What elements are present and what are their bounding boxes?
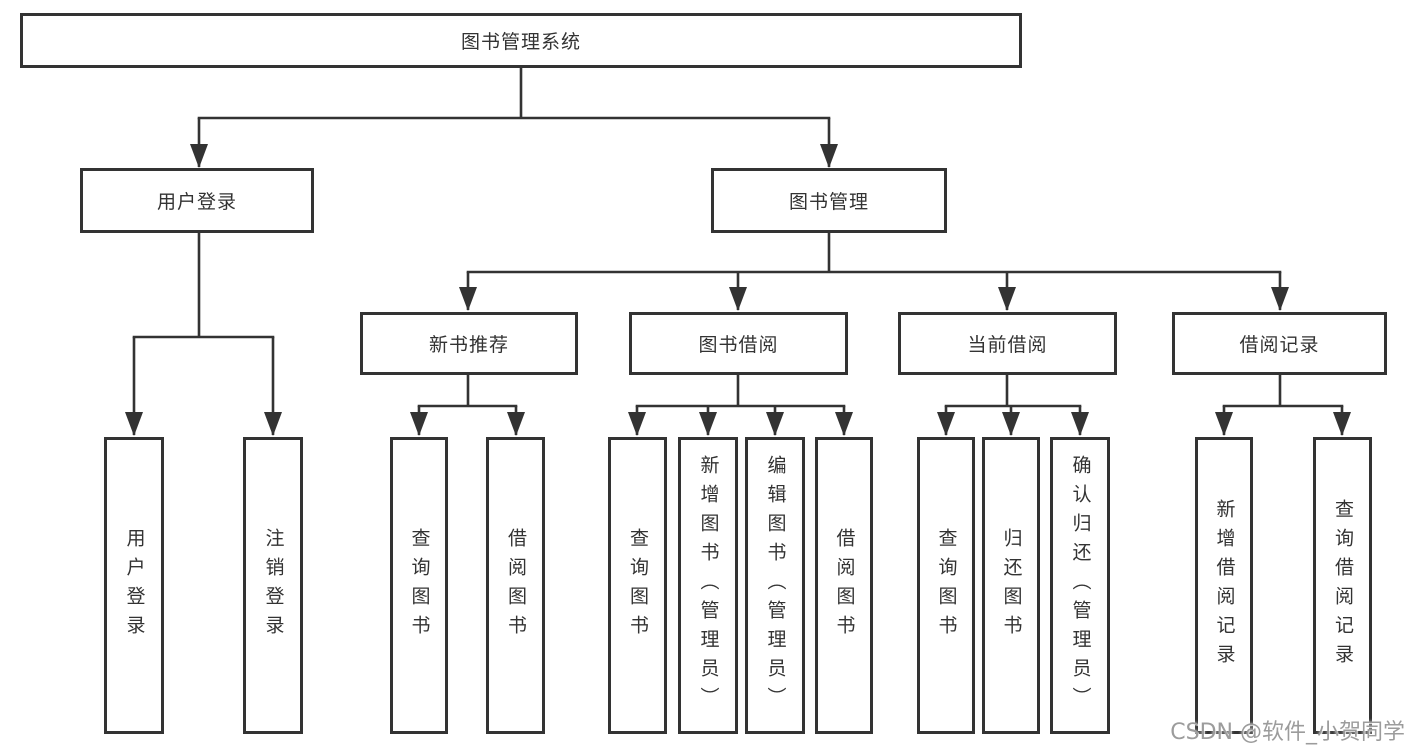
node-label: 用户登录 (156, 191, 237, 213)
leaf-label: 归还图书 (1000, 527, 1023, 644)
csdn-watermark: CSDN @软件_小贺同学 (1170, 720, 1405, 745)
leaf-return-books: 归还图书 (982, 437, 1040, 734)
node-library-management-system: 图书管理系统 (20, 13, 1022, 68)
leaf-query-borrowing-record: 查询借阅记录 (1313, 437, 1372, 734)
node-user-login: 用户登录 (80, 168, 314, 233)
leaf-label: 查询图书 (627, 527, 649, 644)
node-label: 图书管理 (788, 191, 869, 213)
leaf-label: 用户登录 (123, 527, 146, 644)
leaf-label: 查询借阅记录 (1332, 498, 1354, 673)
node-label: 借阅记录 (1239, 334, 1320, 356)
node-borrowing-records: 借阅记录 (1172, 312, 1387, 375)
leaf-user-login: 用户登录 (104, 437, 164, 734)
leaf-logout: 注销登录 (243, 437, 303, 734)
leaf-label: 编辑图书（管理员） (764, 455, 787, 716)
node-current-borrowing: 当前借阅 (898, 312, 1117, 375)
node-new-book-recommendation: 新书推荐 (360, 312, 578, 375)
leaf-label: 借阅图书 (833, 527, 856, 644)
leaf-borrow-books-recommend: 借阅图书 (486, 437, 545, 734)
node-label: 当前借阅 (967, 334, 1048, 356)
leaf-label: 注销登录 (262, 527, 285, 644)
leaf-label: 新增借阅记录 (1213, 498, 1236, 673)
leaf-query-books-current: 查询图书 (917, 437, 975, 734)
leaf-label: 确认归还（管理员） (1069, 455, 1092, 716)
leaf-label: 查询图书 (408, 527, 431, 644)
leaf-borrow-books-borrowing: 借阅图书 (815, 437, 873, 734)
leaf-add-book-admin: 新增图书（管理员） (678, 437, 738, 734)
node-label: 图书借阅 (698, 334, 779, 356)
node-book-management: 图书管理 (711, 168, 947, 233)
leaf-query-books-recommend: 查询图书 (390, 437, 448, 734)
node-label: 新书推荐 (428, 334, 509, 356)
leaf-label: 借阅图书 (505, 527, 527, 644)
node-label: 图书管理系统 (460, 31, 581, 53)
leaf-edit-book-admin: 编辑图书（管理员） (745, 437, 805, 734)
leaf-label: 新增图书（管理员） (697, 455, 720, 716)
leaf-query-books-borrowing: 查询图书 (608, 437, 667, 734)
leaf-confirm-return-admin: 确认归还（管理员） (1050, 437, 1110, 734)
leaf-add-borrowing-record: 新增借阅记录 (1195, 437, 1253, 734)
leaf-label: 查询图书 (935, 527, 958, 644)
node-book-borrowing: 图书借阅 (629, 312, 848, 375)
connector-path (132, 66, 1344, 408)
